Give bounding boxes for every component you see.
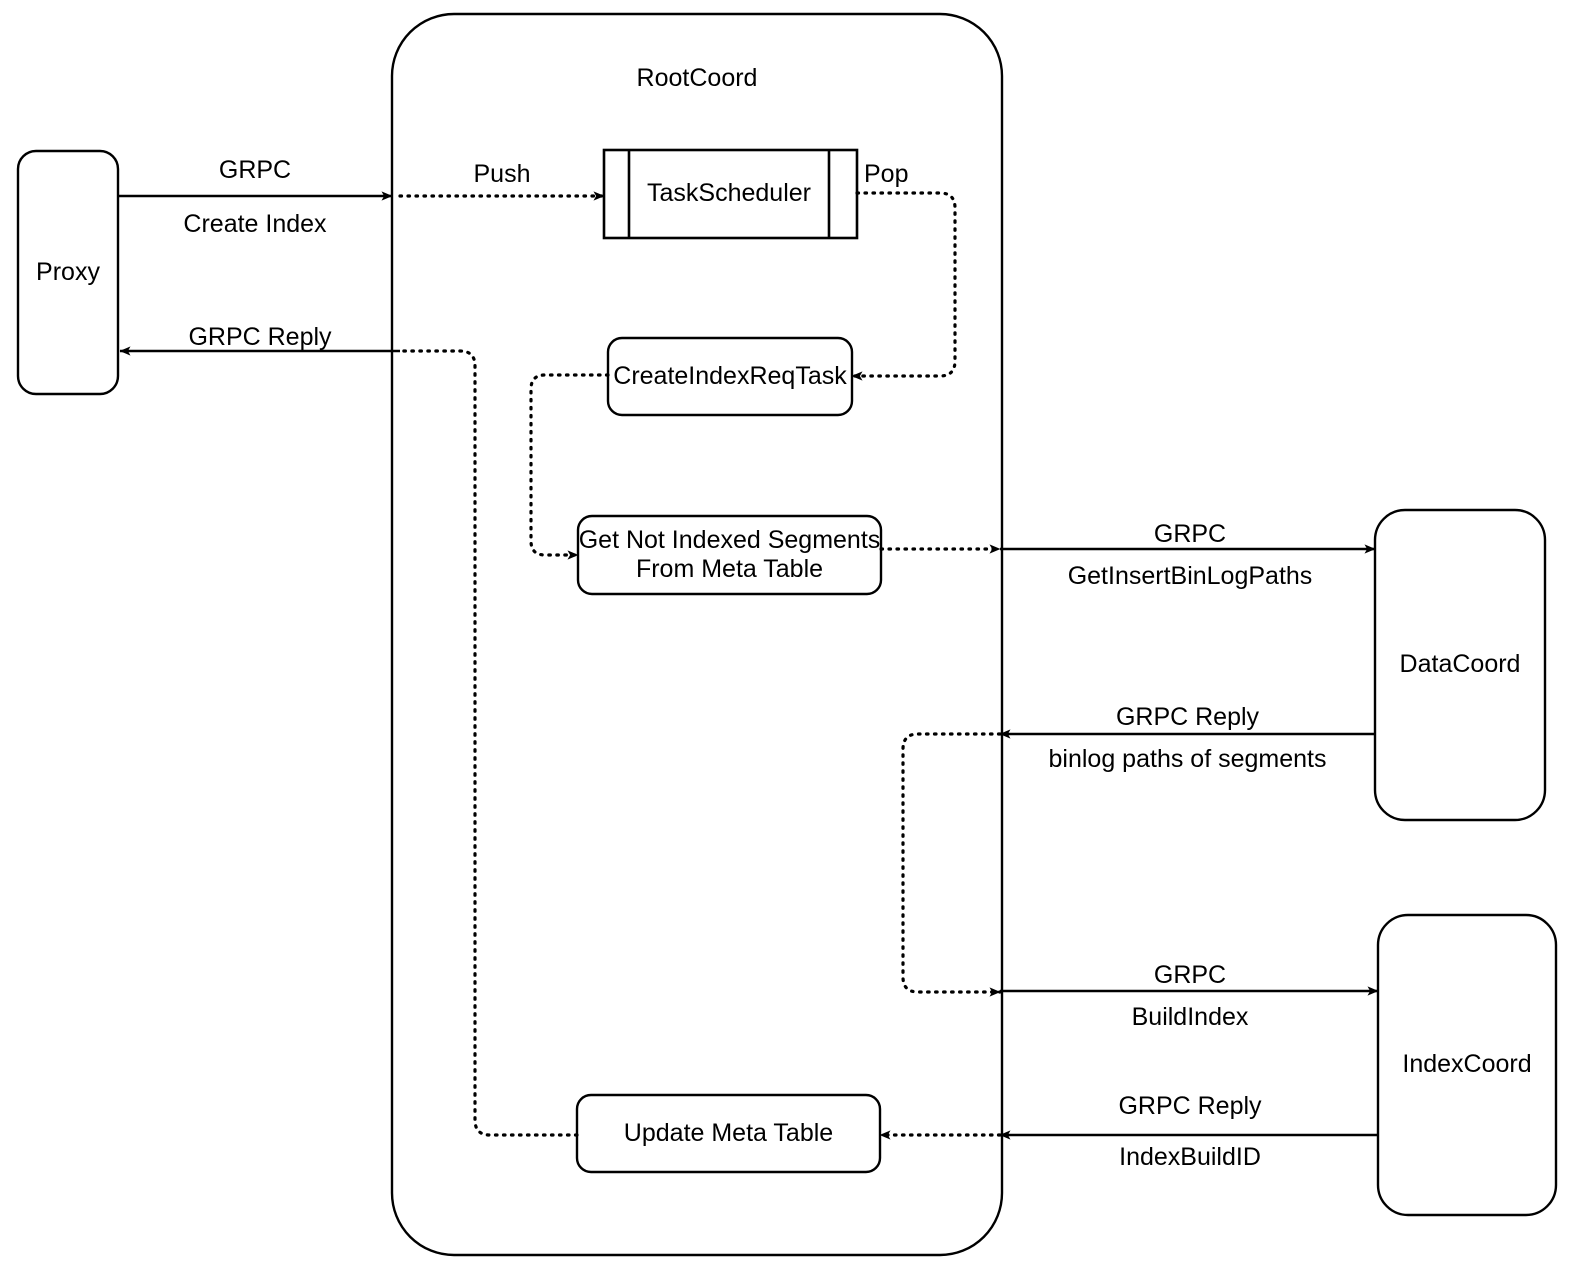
task-scheduler-label: TaskScheduler [647, 179, 811, 208]
get-not-indexed-segments-line1: Get Not Indexed Segments [578, 525, 881, 554]
edge-label-proxy-to-rootcoord-line2: Create Index [183, 210, 327, 238]
edge-label-proxy-to-rootcoord-line1: GRPC [218, 156, 292, 184]
edge-label-rootcoord-to-indexcoord-line1: GRPC [1153, 961, 1227, 989]
edge-task-to-get-segments [529, 373, 610, 560]
rootcoord-title: RootCoord [636, 64, 758, 93]
indexcoord-box[interactable] [1376, 913, 1558, 1217]
edge-label-push: Push [473, 160, 531, 188]
edge-label-datacoord-to-rootcoord-line2: binlog paths of segments [1048, 745, 1327, 773]
edge-label-rootcoord-to-proxy: GRPC Reply [188, 323, 332, 351]
proxy-box[interactable] [16, 149, 120, 396]
rootcoord-container[interactable] [390, 12, 1004, 1257]
edge-binlog-to-buildindex [901, 732, 1002, 997]
edge-label-rootcoord-to-indexcoord-line2: BuildIndex [1131, 1003, 1249, 1031]
edge-label-indexcoord-to-rootcoord-line2: IndexBuildID [1119, 1143, 1261, 1171]
edge-update-meta-to-reply [398, 349, 579, 1137]
create-index-req-task-label: CreateIndexReqTask [613, 361, 847, 390]
edge-label-datacoord-to-rootcoord-line1: GRPC Reply [1115, 703, 1260, 731]
edge-pop [850, 191, 957, 381]
edge-label-pop: Pop [864, 160, 909, 188]
get-not-indexed-segments-label: Get Not Indexed Segments From Meta Table [578, 516, 881, 594]
datacoord-label: DataCoord [1399, 650, 1521, 679]
update-meta-table-label: Update Meta Table [623, 1118, 834, 1147]
proxy-label: Proxy [36, 257, 100, 286]
datacoord-box[interactable] [1373, 508, 1547, 822]
edge-label-indexcoord-to-rootcoord-line1: GRPC Reply [1118, 1092, 1262, 1120]
edge-label-rootcoord-to-datacoord-line2: GetInsertBinLogPaths [1067, 562, 1313, 590]
indexcoord-label: IndexCoord [1402, 1050, 1532, 1079]
edge-label-rootcoord-to-datacoord-line1: GRPC [1153, 520, 1227, 548]
get-not-indexed-segments-line2: From Meta Table [635, 555, 824, 583]
task-scheduler-box[interactable] [602, 148, 859, 240]
